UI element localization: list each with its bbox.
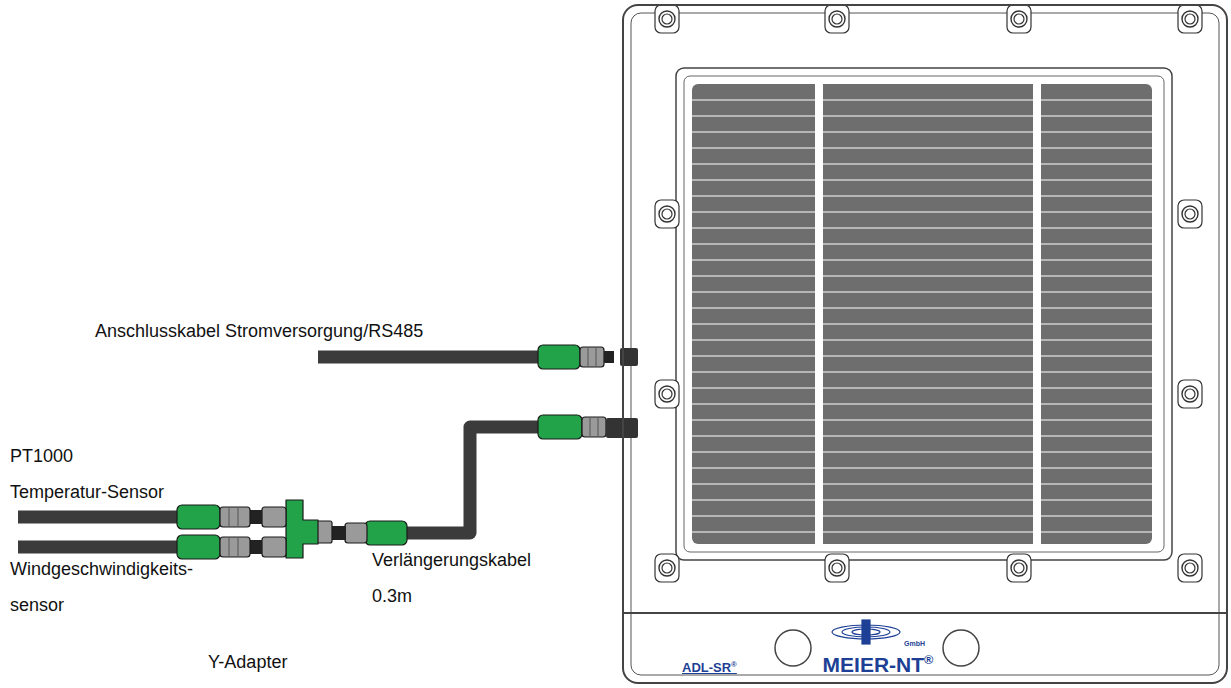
cell-line bbox=[692, 515, 1152, 516]
cell-line bbox=[692, 403, 1152, 404]
panel-frame-inner bbox=[684, 76, 1164, 552]
screw-hole bbox=[1178, 5, 1202, 33]
busbar bbox=[1033, 84, 1041, 544]
cell-line bbox=[692, 531, 1152, 532]
cell-line bbox=[692, 435, 1152, 436]
cell-line bbox=[692, 467, 1152, 468]
cell-line bbox=[692, 307, 1152, 308]
cell-line bbox=[692, 259, 1152, 260]
screw-hole bbox=[655, 200, 679, 228]
cell-line bbox=[692, 371, 1152, 372]
panel-hole bbox=[943, 630, 979, 666]
cable-label: Verlängerungskabel 0.3m bbox=[372, 542, 531, 614]
cell-line bbox=[692, 131, 1152, 132]
cell-line bbox=[692, 195, 1152, 196]
cell-line bbox=[692, 451, 1152, 452]
power-cable bbox=[318, 345, 638, 369]
y-adapter bbox=[250, 500, 332, 558]
screw-hole bbox=[1007, 5, 1031, 33]
solar-cell-area bbox=[692, 84, 1152, 544]
cell-line bbox=[692, 387, 1152, 388]
cell-line bbox=[692, 163, 1152, 164]
company-form: GmbH bbox=[904, 640, 925, 648]
brand-logo: MEIER-NT® bbox=[823, 652, 934, 677]
extension-cable bbox=[332, 415, 638, 545]
adapter-label: Y-Adapter bbox=[208, 644, 287, 680]
cell-line bbox=[692, 115, 1152, 116]
cell-line bbox=[692, 323, 1152, 324]
screw-hole bbox=[1178, 380, 1202, 408]
screw-hole bbox=[1007, 554, 1031, 582]
cell-line bbox=[692, 499, 1152, 500]
panel-frame bbox=[676, 68, 1172, 560]
screw-hole bbox=[825, 554, 849, 582]
cell-line bbox=[692, 99, 1152, 100]
cell-line bbox=[692, 419, 1152, 420]
cable-label: Anschlusskabel Stromversorgung/RS485 bbox=[95, 313, 423, 349]
temperature-sensor-cable bbox=[18, 505, 250, 529]
cell-line bbox=[692, 227, 1152, 228]
wind-sensor-cable bbox=[18, 535, 250, 559]
cell-line bbox=[692, 483, 1152, 484]
housing-inner-line bbox=[631, 13, 1219, 675]
panel-separator bbox=[623, 612, 1227, 614]
screw-hole bbox=[1178, 554, 1202, 582]
busbar bbox=[815, 84, 823, 544]
cell-line bbox=[692, 339, 1152, 340]
device-housing: ADL-SR® MEIER-NT® GmbH bbox=[622, 4, 1228, 684]
screw-hole bbox=[655, 380, 679, 408]
cell-line bbox=[692, 275, 1152, 276]
sensor-label: Windgeschwindigkeits- sensor bbox=[10, 551, 193, 623]
cell-line bbox=[692, 243, 1152, 244]
screw-holes bbox=[655, 5, 1202, 582]
panel-hole bbox=[775, 630, 811, 666]
product-name: ADL-SR® bbox=[682, 660, 737, 676]
cell-line bbox=[692, 179, 1152, 180]
cell-lines bbox=[692, 100, 1152, 532]
cell-line bbox=[692, 355, 1152, 356]
screw-hole bbox=[655, 5, 679, 33]
screw-hole bbox=[1178, 200, 1202, 228]
screw-hole bbox=[655, 554, 679, 582]
cell-line bbox=[692, 147, 1152, 148]
logo-symbol bbox=[832, 620, 900, 644]
cell-line bbox=[692, 211, 1152, 212]
sensor-label: PT1000 Temperatur-Sensor bbox=[10, 438, 164, 510]
cell-line bbox=[692, 291, 1152, 292]
screw-hole bbox=[825, 5, 849, 33]
